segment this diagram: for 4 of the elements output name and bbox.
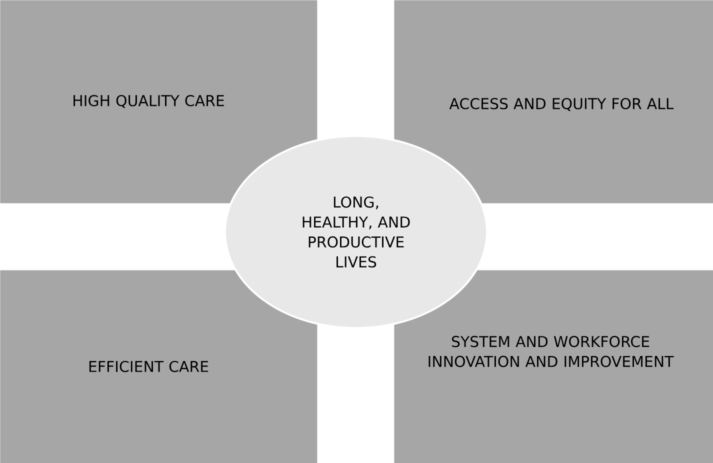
quadrant-box: ACCESS AND EQUITY FOR ALL [394,0,713,204]
quadrant-box: EFFICIENT CARE [0,270,318,463]
quadrant-box: HIGH QUALITY CARE [0,0,318,204]
quadrant-box: SYSTEM AND WORKFORCE INNOVATION AND IMPROVEMENT [394,270,713,463]
